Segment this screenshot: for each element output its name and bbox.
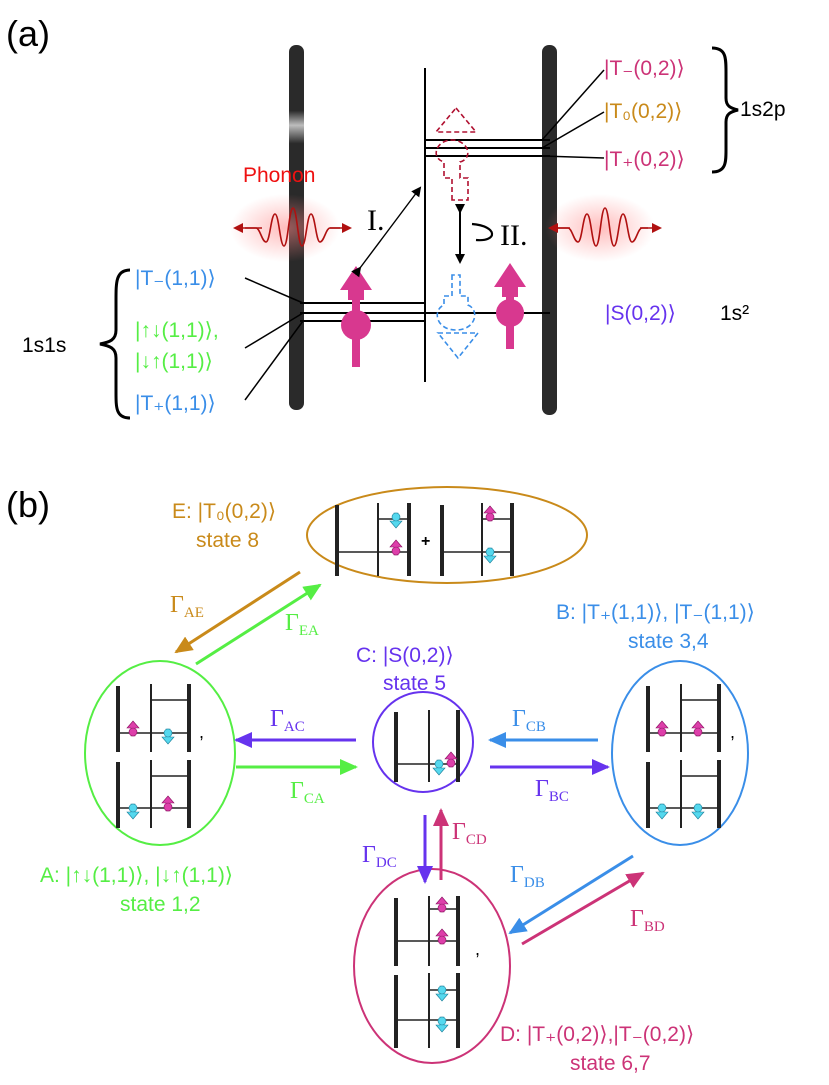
rate-dc: ΓDC bbox=[362, 842, 397, 871]
sketch-c-spin-down bbox=[432, 759, 446, 776]
leader-t-zero-02 bbox=[541, 111, 605, 149]
sketch-b-2-spin-down-left bbox=[655, 803, 669, 820]
sketch-b-2-spin-down-right bbox=[691, 803, 705, 820]
process-2-label: II. bbox=[500, 219, 527, 252]
phonon-label: Phonon bbox=[243, 164, 315, 187]
brace-1s1s bbox=[99, 268, 131, 420]
node-e-state: state 8 bbox=[196, 529, 259, 552]
node-b-state: state 3,4 bbox=[628, 630, 709, 653]
leader-t-minus-11 bbox=[244, 277, 304, 304]
spin-left-dot bbox=[340, 266, 372, 367]
panel-b-label: (b) bbox=[6, 484, 50, 525]
rate-ac: ΓAC bbox=[270, 706, 305, 735]
phonon-wave-right bbox=[558, 207, 648, 247]
label-t-minus-02: |T₋(0,2)⟩ bbox=[604, 57, 685, 80]
node-e-ellipse bbox=[306, 486, 588, 584]
node-d-ellipse bbox=[353, 868, 511, 1064]
sketch-e-plus: + bbox=[421, 533, 430, 550]
node-a-state: state 1,2 bbox=[120, 893, 201, 916]
label-t-zero-02: |T₀(0,2)⟩ bbox=[604, 100, 682, 123]
phonon-wave-left bbox=[245, 207, 340, 247]
node-d-title: D: |T₊(0,2)⟩,|T₋(0,2)⟩ bbox=[500, 1023, 694, 1046]
label-ud-11: |↑↓(1,1)⟩, bbox=[135, 319, 219, 342]
sketch-d-2 bbox=[394, 973, 460, 1048]
sketch-d-2-spin-down-top bbox=[435, 985, 449, 1002]
label-1s2: 1s² bbox=[720, 302, 749, 325]
leader-t-plus-02 bbox=[541, 155, 605, 159]
panel-a: (a) Phonon bbox=[6, 13, 786, 420]
node-c-circle bbox=[372, 691, 474, 793]
dashed-spin-excited bbox=[434, 106, 478, 201]
rate-bd: ΓBD bbox=[630, 906, 665, 935]
sketch-c bbox=[394, 710, 460, 782]
sketch-a-1 bbox=[116, 684, 191, 752]
panel-a-label: (a) bbox=[6, 13, 50, 54]
node-b-ellipse bbox=[611, 660, 749, 846]
panel-b: (b) + bbox=[6, 484, 755, 1075]
brace-1s2p bbox=[711, 46, 739, 174]
label-t-plus-02: |T₊(0,2)⟩ bbox=[604, 148, 685, 171]
sketch-b-comma: , bbox=[730, 722, 735, 742]
leader-ud-11 bbox=[244, 312, 304, 349]
node-b-title: B: |T₊(1,1)⟩, |T₋(1,1)⟩ bbox=[556, 601, 755, 624]
rate-cb: ΓCB bbox=[512, 706, 546, 735]
label-du-11: |↓↑(1,1)⟩ bbox=[135, 350, 213, 373]
leader-t-plus-11 bbox=[244, 320, 304, 401]
node-d-state: state 6,7 bbox=[570, 1052, 651, 1075]
label-t-minus-11: |T₋(1,1)⟩ bbox=[135, 267, 216, 290]
sketch-d-comma: , bbox=[475, 939, 480, 959]
rate-db: ΓDB bbox=[510, 862, 545, 891]
sketch-b-1 bbox=[646, 684, 721, 752]
sketch-a-2 bbox=[116, 760, 191, 828]
node-a-title: A: |↑↓(1,1)⟩, |↓↑(1,1)⟩ bbox=[40, 864, 233, 887]
node-c-title: C: |S(0,2)⟩ bbox=[356, 644, 454, 667]
arrow-db bbox=[508, 854, 634, 935]
rate-ca: ΓCA bbox=[290, 778, 325, 807]
label-t-plus-11: |T₊(1,1)⟩ bbox=[135, 392, 216, 415]
sketch-a-comma: , bbox=[199, 722, 204, 742]
leader-t-minus-02 bbox=[541, 69, 605, 141]
spin-right-dot bbox=[494, 263, 526, 349]
node-c-state: state 5 bbox=[383, 672, 446, 695]
arrow-ea bbox=[195, 583, 322, 666]
dashed-spin-down bbox=[436, 274, 480, 360]
sketch-e-1-spin-down bbox=[389, 512, 403, 529]
rate-ea: ΓEA bbox=[285, 610, 319, 639]
rate-bc: ΓBC bbox=[535, 776, 569, 805]
node-a-ellipse bbox=[84, 660, 236, 846]
process-2-curl bbox=[471, 222, 494, 242]
sketch-e-2 bbox=[440, 503, 514, 576]
sketch-b-2 bbox=[646, 760, 721, 828]
sketch-e-2-spin-down bbox=[483, 547, 497, 564]
process-1-arrow bbox=[351, 186, 422, 278]
rate-ae: ΓAE bbox=[170, 592, 204, 621]
rate-cd: ΓCD bbox=[452, 819, 487, 848]
label-1s2p: 1s2p bbox=[740, 98, 786, 121]
arrow-bd bbox=[521, 871, 645, 946]
node-e-title: E: |T₀(0,2)⟩ bbox=[172, 500, 276, 523]
phonon-glow-left bbox=[230, 194, 340, 262]
process-1-label: I. bbox=[367, 204, 385, 237]
sketch-a-1-spin-down bbox=[161, 728, 175, 745]
label-s-02: |S(0,2)⟩ bbox=[605, 302, 676, 325]
label-1s1s: 1s1s bbox=[22, 334, 66, 357]
arrow-ae bbox=[174, 570, 301, 654]
sketch-d-1 bbox=[394, 896, 460, 966]
sketch-a-2-spin-down bbox=[126, 803, 140, 820]
